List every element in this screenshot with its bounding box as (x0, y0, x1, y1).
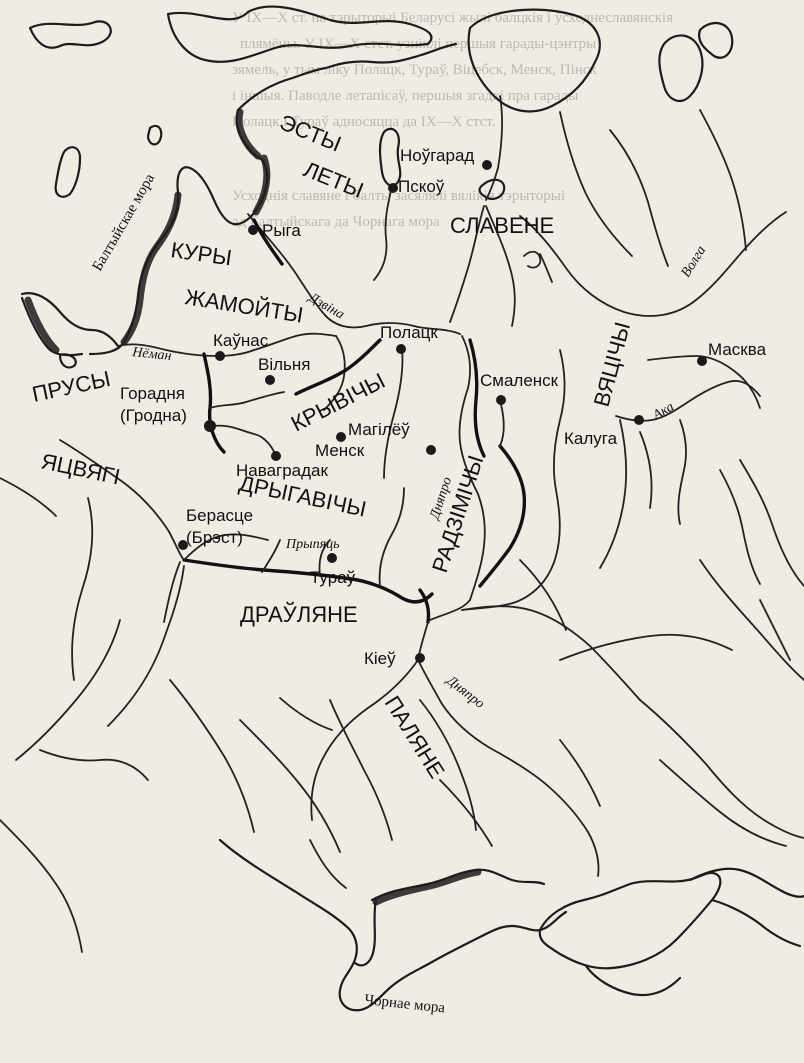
river-label-volga: Волга (679, 244, 710, 281)
city-label-mahileu: Магілёў (348, 420, 410, 439)
tribe-label-kury: КУРЫ (169, 237, 233, 270)
black-sea-coast (218, 838, 804, 1012)
background-text-line: зямель, у тым ліку Полацк, Тураў, Віцебс… (232, 62, 597, 78)
city-label-vilnia: Вільня (258, 355, 311, 374)
sea-label-black: Чорнае мора (364, 992, 447, 1016)
city-label-hrodna: (Гродна) (120, 406, 187, 425)
tribe-label-draulyane: ДРАЎЛЯНЕ (240, 601, 358, 627)
river-label-dniapro-lower: Дняпро (442, 672, 487, 712)
tribe-label-prusy: ПРУСЫ (30, 366, 113, 407)
tribe-label-viatsichy: ВЯЦІЧЫ (589, 319, 635, 409)
rivers (0, 95, 804, 953)
river-label-prypiats: Прыпяць (285, 537, 339, 552)
city-label-polatsk: Полацк (380, 323, 438, 342)
river-label-neman: Нёман (131, 345, 173, 364)
city-label-mensk: Менск (315, 441, 365, 460)
background-text-line: Полацк і Тураў адносяцца да IX—X стст. (232, 114, 495, 130)
city-label-smalensk: Смаленск (480, 371, 559, 390)
background-text-line: і іншыя. Паводле летапісаў, першыя згадк… (232, 88, 578, 104)
tribe-label-slavene: СЛАВЕНЕ (450, 213, 554, 238)
city-label-maskva: Масква (708, 340, 767, 359)
coastlines (20, 5, 734, 369)
city-label-haradnia: Горадня (120, 384, 185, 403)
river-label-dzvina: Дзвіна (304, 289, 346, 322)
city-label-navahradak: Наваградак (236, 461, 329, 480)
city-label-kaunas: Каўнас (213, 331, 269, 350)
background-text-line: Усходнія славяне і балты засялялі вялікі… (232, 188, 565, 204)
city-label-turau: Тураў (310, 568, 356, 587)
city-label-kaluga: Калуга (564, 429, 618, 448)
tribe-label-zhamoity: ЖАМОЙТЫ (183, 284, 305, 327)
city-label-ryga: Рыга (262, 221, 301, 240)
background-text-line: У IX—X ст. на тэрыторыі Беларусі жылі ба… (232, 10, 673, 26)
city-labels: Ноўгарад Пскоў Рыга Каўнас Вільня Полацк… (120, 146, 767, 668)
city-label-brest: (Брэст) (186, 528, 243, 547)
city-markers (178, 160, 707, 663)
tribe-label-palyane: ПАЛЯНЕ (380, 691, 450, 782)
tribe-label-yatsviagi: ЯЦВЯГІ (39, 448, 122, 489)
background-text-line: ад Балтыйскага да Чорнага мора (232, 214, 440, 230)
city-label-pskou: Пскоў (398, 177, 445, 196)
city-label-berastse: Берасце (186, 506, 253, 525)
city-label-nougarad: Ноўгарад (400, 146, 474, 165)
city-label-kieu: Кіеў (364, 649, 396, 668)
